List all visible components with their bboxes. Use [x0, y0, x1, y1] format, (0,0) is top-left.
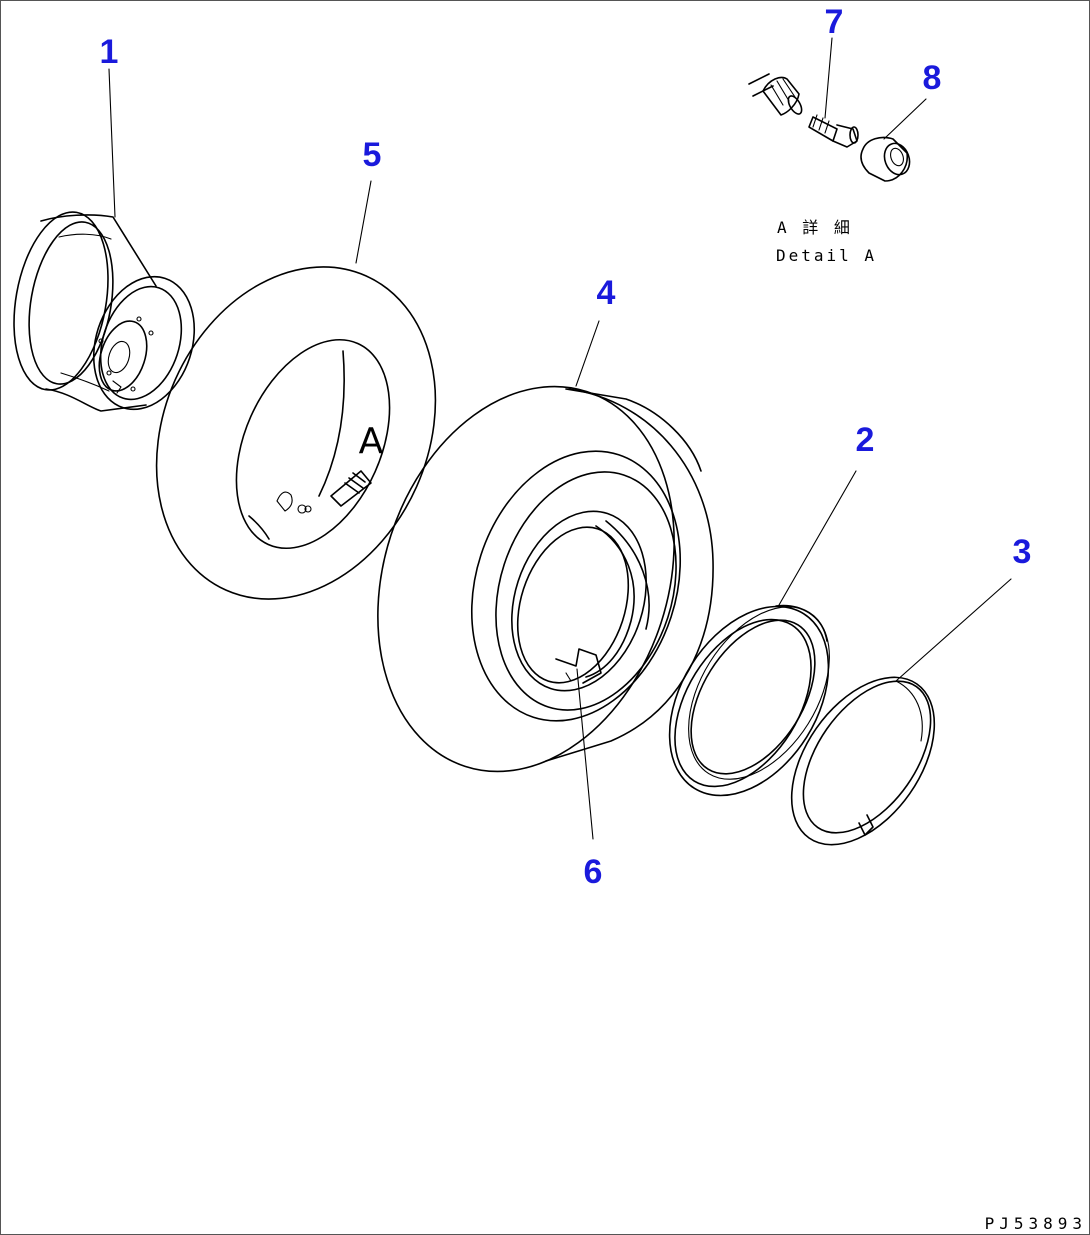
callout-7: 7: [825, 3, 844, 41]
leader-line-2: [778, 470, 857, 606]
valve-cap-part-8: [860, 136, 911, 182]
leader-line-6: [576, 668, 594, 840]
callout-8: 8: [923, 59, 942, 97]
lock-ring-part-3: [790, 676, 936, 846]
leader-line-1: [108, 68, 116, 218]
view-marker-a: A: [359, 421, 384, 462]
callout-5: 5: [363, 136, 382, 174]
callout-2: 2: [856, 421, 875, 459]
leader-line-5: [355, 180, 372, 264]
solid-tire-part-4: [377, 385, 714, 773]
drawing-code: PJ53893: [985, 1214, 1087, 1233]
detail-label-jp: A 詳 細: [777, 218, 853, 237]
flap-part-5: [155, 266, 437, 600]
leader-line-4: [575, 320, 600, 387]
side-ring-part-2: [668, 604, 830, 797]
callout-numbers: 1 2 3 4 5 6 7 8: [100, 3, 1032, 891]
callout-1: 1: [100, 33, 119, 71]
leader-line-8: [883, 98, 927, 140]
leader-line-3: [895, 578, 1012, 682]
callout-3: 3: [1013, 533, 1032, 571]
leader-line-7: [824, 37, 833, 119]
callout-6: 6: [584, 853, 603, 891]
leader-lines: [108, 37, 1012, 840]
wheel-rim-part-1: [13, 211, 196, 412]
valve-stem-part-7: [808, 114, 859, 148]
callout-4: 4: [597, 274, 616, 312]
detail-label-en: Detail A: [776, 246, 877, 265]
detail-a-valve: [748, 73, 803, 116]
